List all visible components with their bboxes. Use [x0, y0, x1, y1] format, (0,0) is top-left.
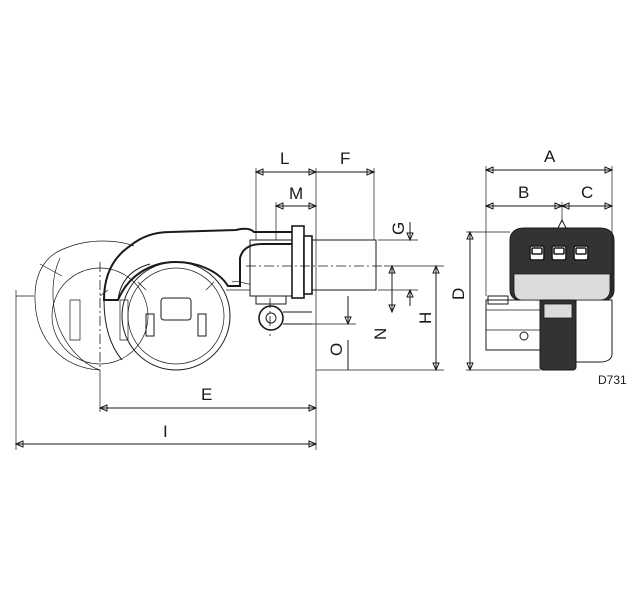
label-G: G: [389, 222, 408, 235]
label-F: F: [340, 149, 350, 168]
burner-head: [226, 225, 377, 299]
gas-connection: [255, 295, 312, 331]
label-A: A: [544, 147, 556, 166]
label-D: D: [449, 288, 468, 300]
label-M: M: [289, 184, 303, 203]
side-dimensions: [14, 168, 444, 450]
label-C: C: [581, 183, 593, 202]
front-dimensions: [466, 166, 614, 372]
side-view: [16, 225, 384, 372]
label-I: I: [163, 422, 168, 441]
label-L: L: [280, 149, 289, 168]
fan-housing: [99, 227, 302, 371]
drawing-code: D731: [598, 373, 627, 387]
front-view: [485, 218, 615, 371]
label-H: H: [416, 312, 435, 324]
label-O: O: [327, 343, 346, 356]
dimension-labels: L F M G H N O E I A B C D D731: [163, 147, 627, 441]
label-E: E: [201, 385, 212, 404]
label-N: N: [371, 328, 390, 340]
rear-fan-housing: [16, 240, 149, 371]
label-B: B: [518, 183, 529, 202]
